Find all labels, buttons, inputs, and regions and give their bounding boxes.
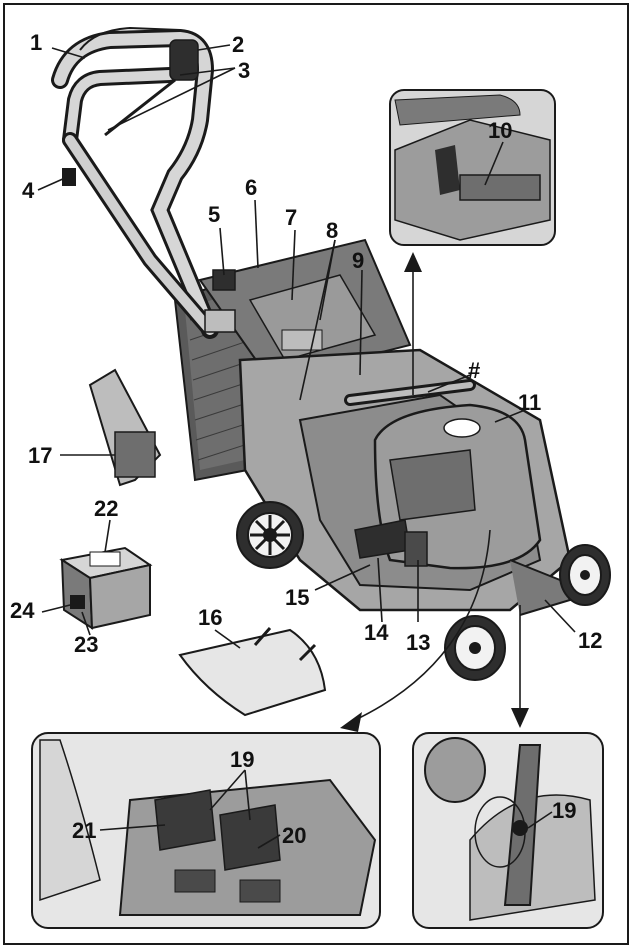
callout-10: 10: [488, 118, 512, 143]
arrow-to-left-inset: [340, 529, 491, 732]
front-wheel-right: [559, 544, 611, 606]
callout-5: 5: [208, 202, 220, 227]
arrow-to-right-inset: [511, 605, 529, 728]
callout-3: 3: [238, 58, 250, 83]
callout-22: 22: [94, 496, 118, 521]
callout-hash: #: [468, 358, 480, 383]
callout-6: 6: [245, 175, 257, 200]
callout-2: 2: [232, 32, 244, 57]
callout-14: 14: [364, 620, 389, 645]
callout-1: 1: [30, 30, 42, 55]
leader-lines: [37, 44, 576, 849]
callout-17: 17: [28, 443, 52, 468]
rear-wheel: [236, 501, 304, 569]
inset-blade-key: [31, 732, 381, 929]
mulching-insert: [88, 368, 162, 487]
callout-24: 24: [10, 598, 35, 623]
callout-13: 13: [406, 630, 430, 655]
callout-23: 23: [74, 632, 98, 657]
callout-12: 12: [578, 628, 602, 653]
callout-15: 15: [285, 585, 309, 610]
callout-16: 16: [198, 605, 222, 630]
callout-21: 21: [72, 818, 96, 843]
callout-19-right: 19: [552, 798, 576, 823]
callout-8: 8: [326, 218, 338, 243]
callout-19-left: 19: [230, 747, 254, 772]
callout-11: 11: [518, 390, 541, 415]
mower-body: [238, 348, 572, 616]
battery: [59, 546, 153, 630]
callout-9: 9: [352, 248, 364, 273]
callout-4: 4: [22, 178, 35, 203]
inset-blade: [412, 732, 604, 929]
inset-handle-detail: [389, 89, 556, 246]
front-wheel-left: [444, 615, 506, 681]
callout-7: 7: [285, 205, 297, 230]
callout-labels: 1 2 3 4 5 6 7 8 9 10 11 12 13 14 15 16 1…: [10, 30, 602, 848]
arrow-to-top-inset: [404, 252, 422, 395]
handle: [51, 26, 236, 339]
callout-20: 20: [282, 823, 306, 848]
deflector: [178, 627, 327, 717]
outer-frame: [3, 3, 629, 945]
